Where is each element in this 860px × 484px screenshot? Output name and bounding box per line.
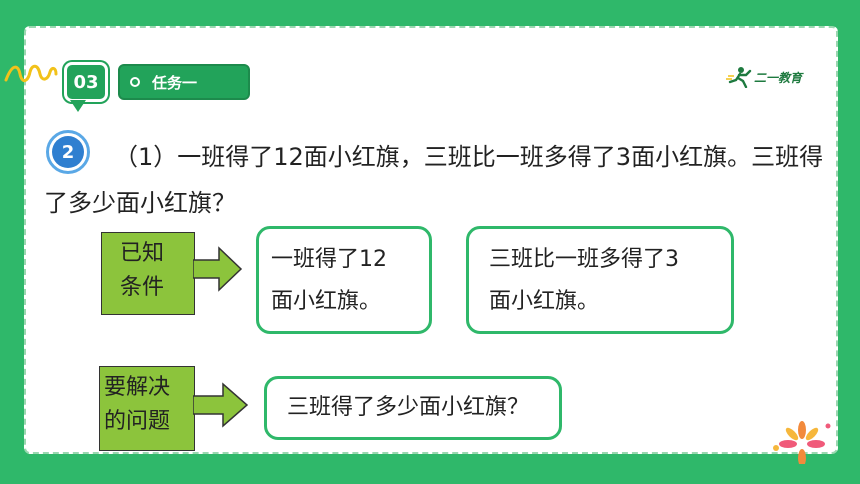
arrow-right-icon	[193, 382, 249, 428]
question-number: 2	[52, 136, 84, 168]
known-label-line2: 条件	[120, 275, 165, 300]
logo-text: 二一教育	[754, 70, 803, 85]
known-condition-card-2: 三班比一班多得了3 面小红旗。	[466, 226, 734, 334]
circle-dot-icon	[130, 77, 140, 87]
brand-logo: 二一教育	[726, 66, 802, 88]
task-label-pill: 任务一	[118, 64, 250, 100]
yellow-swirl-decoration	[4, 64, 58, 82]
card1-line2: 面小红旗。	[271, 289, 382, 314]
arrow-right-icon	[193, 246, 243, 292]
problem-card: 三班得了多少面小红旗？	[264, 376, 562, 440]
solve-label-line2: 的问题	[104, 409, 171, 434]
solve-label-line1: 要解决	[104, 375, 171, 400]
badge-tail	[70, 100, 86, 112]
section-number: 03	[73, 71, 99, 93]
running-figure-icon	[726, 67, 752, 88]
known-label-line1: 已知	[120, 241, 165, 266]
card2-line2: 面小红旗。	[489, 289, 600, 314]
question-number-badge: 2	[46, 130, 90, 174]
section-number-badge: 03	[64, 62, 108, 102]
known-conditions-label: 已知 条件	[101, 232, 195, 315]
known-condition-card-1: 一班得了12 面小红旗。	[256, 226, 432, 334]
problem-to-solve-label: 要解决 的问题	[99, 366, 195, 451]
question-text: （1）一班得了12面小红旗，三班比一班多得了3面小红旗。三班得了多少面小红旗？	[44, 143, 824, 217]
flower-decoration-icon	[773, 421, 831, 464]
card2-line1: 三班比一班多得了3	[489, 247, 679, 272]
task-label: 任务一	[152, 73, 198, 92]
problem-text: 三班得了多少面小红旗？	[287, 395, 530, 420]
card1-line1: 一班得了12	[271, 247, 387, 272]
